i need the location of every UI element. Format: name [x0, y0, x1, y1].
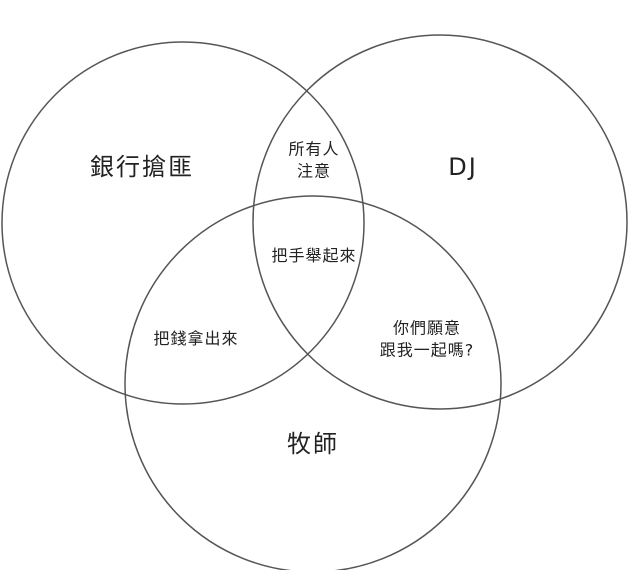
intersection-all: 把手舉起來: [271, 246, 357, 266]
set-label-dj: DJ: [448, 152, 478, 181]
intersection-right-bottom: 你們願意 跟我一起嗎?: [380, 317, 475, 360]
set-label-bank-robber: 銀行搶匪: [90, 152, 194, 181]
intersection-left-right-line2: 注意: [296, 161, 332, 180]
set-label-priest: 牧師: [287, 429, 339, 458]
intersection-right-bottom-line2: 跟我一起嗎?: [379, 340, 475, 359]
circle-priest: [124, 195, 502, 570]
intersection-right-bottom-line1: 你們願意: [392, 318, 461, 338]
intersection-left-bottom: 把錢拿出來: [153, 329, 239, 349]
intersection-left-right-line1: 所有人: [288, 139, 340, 159]
circle-bank-robber: [1, 41, 365, 405]
circle-dj: [252, 34, 628, 410]
intersection-left-right: 所有人 注意: [288, 138, 339, 181]
